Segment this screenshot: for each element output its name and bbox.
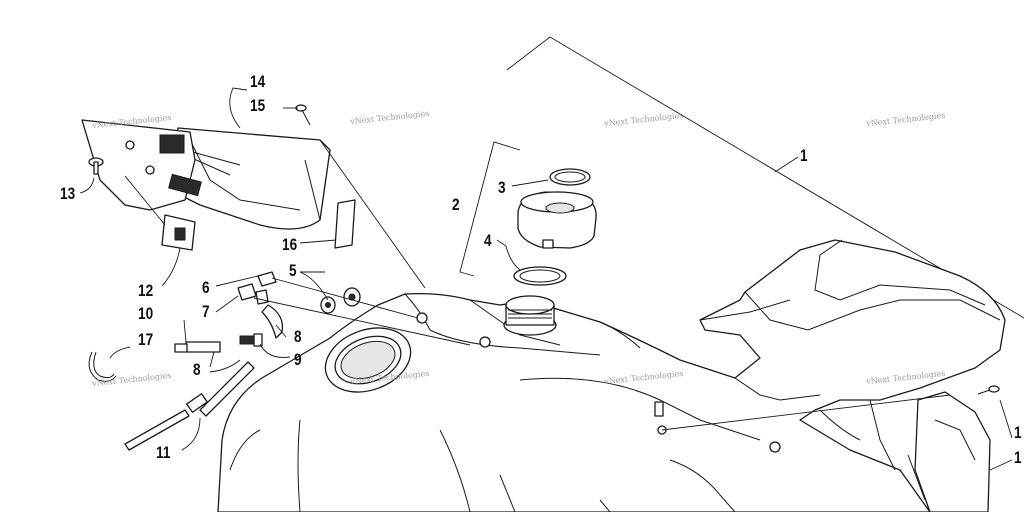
cap-gasket bbox=[549, 168, 591, 186]
callout-label: 9 bbox=[294, 350, 302, 369]
hose-11 bbox=[124, 393, 208, 451]
hose-clamp-17 bbox=[88, 351, 117, 382]
callout-label: 17 bbox=[138, 330, 154, 349]
fitting-7 bbox=[237, 283, 269, 305]
callout-label: 12 bbox=[138, 281, 154, 300]
bracket-2 bbox=[459, 141, 521, 277]
assembly-bracket-1 bbox=[506, 36, 1024, 319]
foam-strip bbox=[334, 199, 356, 249]
callout-label: 6 bbox=[202, 278, 210, 297]
callout-label: 1 bbox=[1014, 448, 1022, 467]
screw-13 bbox=[88, 157, 104, 175]
tank-mount-hole bbox=[416, 312, 428, 324]
fitting-10 bbox=[174, 341, 221, 353]
callout-label: 11 bbox=[156, 443, 171, 462]
fitting-9 bbox=[239, 333, 263, 347]
fuel-pump-flange bbox=[324, 327, 412, 393]
callout-label: 3 bbox=[498, 178, 506, 197]
callout-label: 2 bbox=[452, 195, 460, 214]
washer-5a bbox=[343, 287, 361, 307]
tank-tab bbox=[654, 401, 664, 417]
callout-label: 16 bbox=[282, 235, 298, 254]
o-ring bbox=[513, 266, 567, 286]
callout-label: 8 bbox=[294, 327, 302, 346]
screw-15 bbox=[295, 104, 311, 126]
callout-label: 10 bbox=[138, 304, 154, 323]
clip-12 bbox=[161, 214, 196, 251]
callout-label: 13 bbox=[60, 184, 76, 203]
fitting-6 bbox=[257, 271, 277, 287]
callout-label: 1 bbox=[800, 146, 808, 165]
hose-8-upper bbox=[261, 304, 284, 339]
callout-label: 5 bbox=[289, 261, 297, 280]
hose-8-lower bbox=[199, 361, 255, 417]
gas-cap bbox=[517, 191, 597, 249]
tank-mount-hole bbox=[769, 441, 781, 453]
fuel-tank bbox=[217, 239, 1006, 512]
callout-label: 8 bbox=[193, 360, 201, 379]
screw-right bbox=[977, 385, 1000, 395]
callout-label: 15 bbox=[250, 96, 266, 115]
callout-label: 7 bbox=[202, 302, 210, 321]
callout-label: 4 bbox=[484, 231, 492, 250]
tank-mount-hole bbox=[479, 336, 491, 348]
filler-neck bbox=[503, 295, 557, 336]
callout-label: 1 bbox=[1014, 423, 1022, 442]
washer-5b bbox=[320, 296, 336, 314]
side-panel bbox=[907, 391, 991, 512]
heat-shield bbox=[169, 127, 331, 230]
callout-label: 14 bbox=[250, 72, 266, 91]
mount-bracket bbox=[81, 119, 202, 211]
leader-lines bbox=[79, 87, 1013, 471]
